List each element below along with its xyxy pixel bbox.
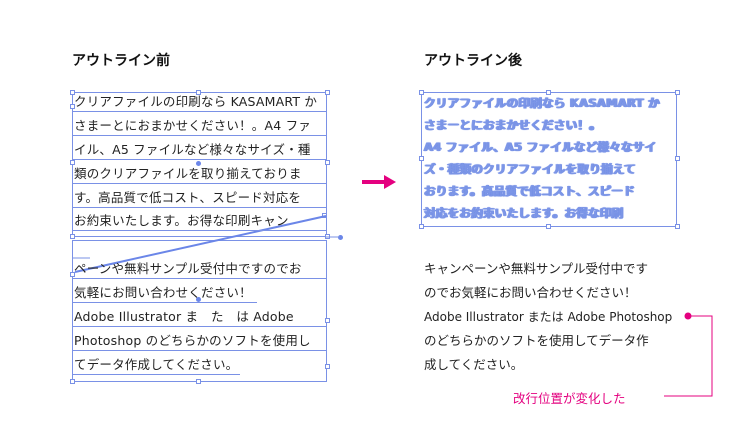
frame-handle[interactable] <box>325 234 330 239</box>
arrow-right-icon <box>362 175 396 189</box>
line-break-change-note: 改行位置が変化した <box>513 391 626 406</box>
frame-handle[interactable] <box>70 160 75 165</box>
frame-handle[interactable] <box>70 234 75 239</box>
anchor-point[interactable] <box>338 235 343 240</box>
before-line: てデータ作成してください。 <box>74 357 239 372</box>
frame-handle[interactable] <box>419 224 424 229</box>
before-line: お約束いたします。お得な印刷キャン <box>74 213 289 228</box>
frame-handle[interactable] <box>325 160 330 165</box>
after-line: キャンペーンや無料サンプル受付中です <box>424 261 649 276</box>
frame-handle[interactable] <box>675 90 680 95</box>
before-line: 類のクリアファイルを取り揃えておりま <box>74 166 302 181</box>
before-line: す。高品質で低コスト、スピード対応を <box>74 190 302 205</box>
baseline <box>72 159 327 160</box>
before-line: Adobe Illustrator ま た は Adobe <box>74 309 294 324</box>
frame-handle[interactable] <box>546 224 551 229</box>
frame-handle[interactable] <box>675 224 680 229</box>
outlined-line: ズ・種類のクリアファイルを取り揃えて <box>424 162 636 176</box>
baseline <box>72 374 240 375</box>
baseline <box>72 302 257 303</box>
baseline <box>72 207 327 208</box>
frame-handle[interactable] <box>70 272 75 277</box>
outlined-line: 対応をお約束いたします。お得な印刷 <box>424 206 624 220</box>
baseline <box>72 183 327 184</box>
frame-handle[interactable] <box>70 379 75 384</box>
frame-handle[interactable] <box>675 156 680 161</box>
after-line: Adobe Illustrator または Adobe Photoshop <box>424 310 673 324</box>
outlined-line: A4 ファイル、A5 ファイルなど様々なサイ <box>424 140 657 154</box>
baseline <box>72 111 327 112</box>
before-heading: アウトライン前 <box>72 53 170 69</box>
frame-handle[interactable] <box>325 318 330 323</box>
before-line: 気軽にお問い合わせください！ <box>74 285 252 300</box>
frame-handle[interactable] <box>196 379 201 384</box>
out-port-handle[interactable] <box>322 213 327 218</box>
frame-handle[interactable] <box>546 90 551 95</box>
after-line: のでお気軽にお問い合わせください！ <box>424 285 637 300</box>
frame-handle[interactable] <box>419 90 424 95</box>
after-line: 成してください。 <box>424 357 524 372</box>
before-line: ペーンや無料サンプル受付中ですのでお <box>74 261 302 276</box>
baseline <box>72 230 327 231</box>
baseline <box>72 350 327 351</box>
center-point <box>196 161 201 166</box>
outlined-line: さまーとにおまかせください！。 <box>424 118 601 132</box>
in-port-handle[interactable] <box>70 104 75 109</box>
frame-handle[interactable] <box>325 364 330 369</box>
before-line: クリアファイルの印刷なら KASAMART か <box>74 94 318 109</box>
center-point <box>196 297 201 302</box>
baseline <box>72 135 327 136</box>
frame-handle[interactable] <box>196 90 201 95</box>
frame-handle[interactable] <box>419 156 424 161</box>
after-line: のどちらかのソフトを使用してデータ作 <box>424 333 649 348</box>
before-line: イル、A5 ファイルなど様々なサイズ・種 <box>74 142 311 157</box>
outlined-line: クリアファイルの印刷なら KASAMART か <box>424 96 660 110</box>
baseline <box>72 278 327 279</box>
outlined-line: おります。高品質で低コスト、スピード <box>424 184 636 198</box>
frame-handle[interactable] <box>325 90 330 95</box>
frame-handle[interactable] <box>70 90 75 95</box>
baseline <box>72 326 327 327</box>
after-heading: アウトライン後 <box>424 53 522 69</box>
before-line: さまーとにおまかせください！。A4 ファ <box>74 118 311 133</box>
before-line: Photoshop のどちらかのソフトを使用し <box>74 333 311 348</box>
